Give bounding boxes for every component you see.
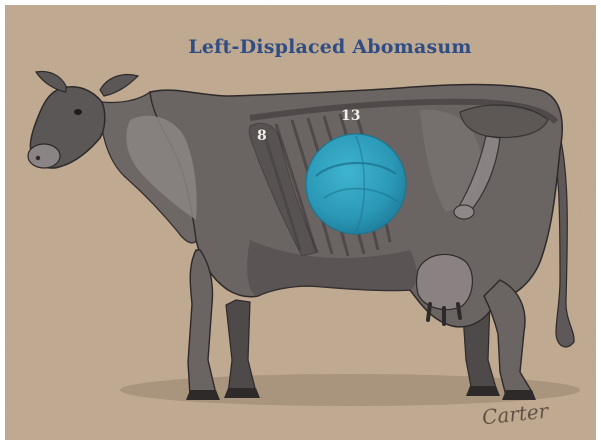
abomasum-highlight	[306, 134, 406, 234]
hoof	[186, 390, 220, 400]
rib-13-label: 13	[341, 108, 360, 124]
hoof	[466, 386, 500, 396]
diagram-title: Left-Displaced Abomasum	[0, 36, 601, 58]
udder	[417, 254, 473, 309]
muzzle	[28, 144, 60, 168]
eye	[74, 109, 82, 115]
hoof	[224, 388, 260, 398]
hoof	[502, 390, 536, 400]
rib-8-label: 8	[257, 128, 267, 144]
